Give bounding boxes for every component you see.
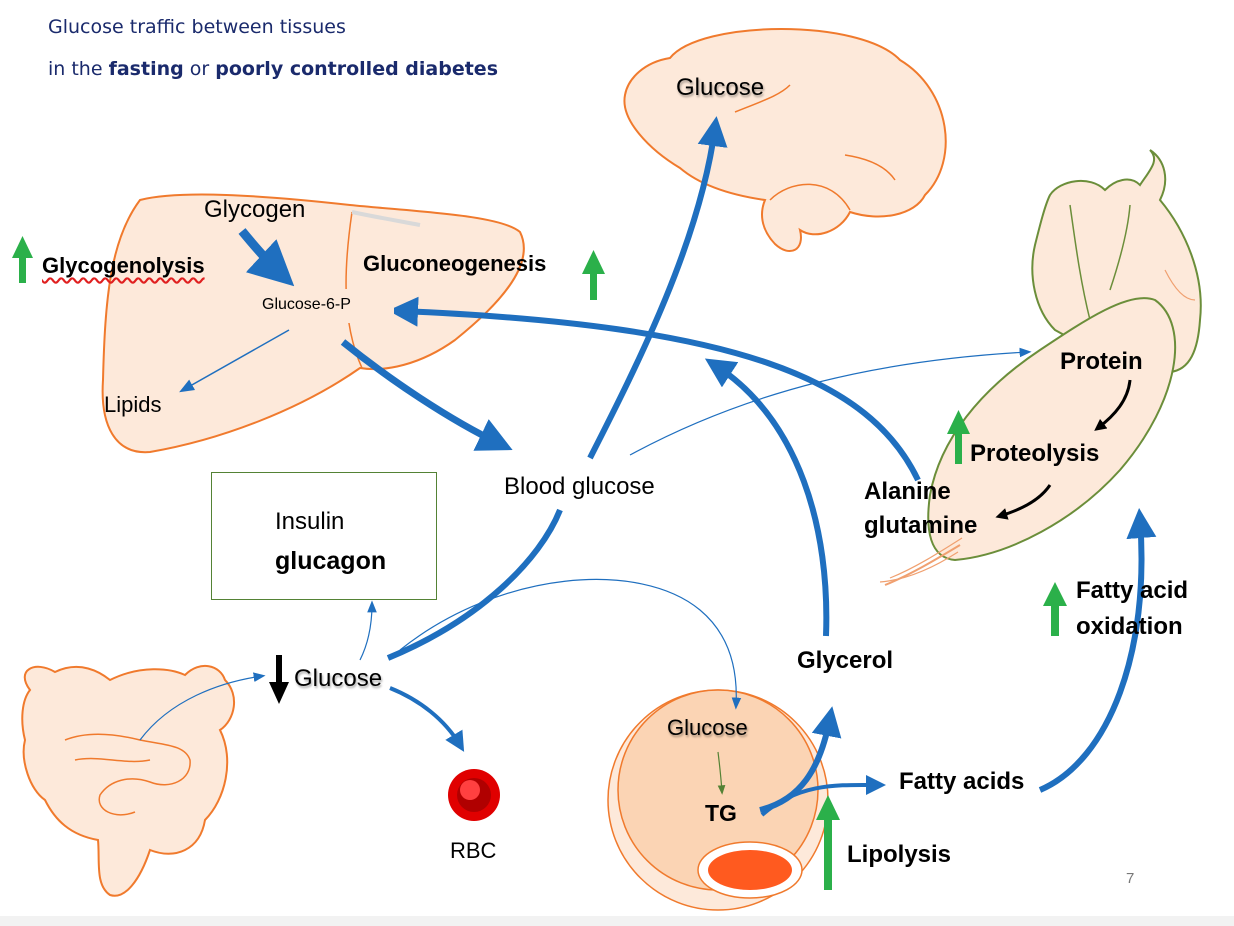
arrow-fatty-acids-to-muscle [1038, 508, 1157, 793]
lipids-label: Lipids [104, 392, 162, 417]
slide-number: 7 [1126, 870, 1135, 887]
glucose-6-p-label: Glucose-6-P [262, 296, 351, 313]
tg-label: TG [705, 800, 737, 826]
thin-arrows [139, 329, 1032, 795]
arrow-tg-to-fatty-acids [760, 774, 886, 817]
adipocyte-icon [607, 689, 829, 911]
red-blood-cell-icon [448, 769, 500, 821]
arrow-glucose-to-hormones [359, 600, 377, 661]
fatty-acid-oxidation-label-1: Fatty acid [1076, 577, 1189, 604]
blood-glucose-label: Blood glucose [504, 473, 655, 500]
arrow-gut-glucose-to-brain [386, 508, 563, 661]
lipolysis-label: Lipolysis [847, 841, 952, 868]
arrow-glucose-to-rbc [389, 686, 465, 752]
gut-glucose-label: Glucose [294, 665, 383, 692]
intestine-icon [21, 665, 236, 897]
flow-arrows [238, 116, 1157, 817]
brain-glucose-label: Glucose [676, 74, 765, 101]
arrow-adipocyte-glucose-to-tg [717, 751, 726, 795]
down-arrow-icon [269, 655, 289, 704]
title-or: or [183, 58, 216, 80]
title-line-2: in the fasting or poorly controlled diab… [48, 58, 498, 80]
adipose-glucose-label: Glucose [667, 715, 748, 740]
title-fasting: fasting [108, 58, 184, 80]
arrow-intestine-to-glucose [139, 672, 266, 741]
alanine-label: Alanine [864, 478, 951, 505]
up-arrow-icon [816, 795, 840, 890]
brain-icon [623, 28, 947, 252]
arrow-glycogen-to-g6p [238, 228, 295, 287]
muscle-icon [879, 297, 1177, 586]
up-arrow-icon [12, 236, 33, 283]
rbc-label: RBC [450, 838, 497, 863]
glycerol-label: Glycerol [797, 647, 894, 674]
gluconeogenesis-label: Gluconeogenesis [363, 251, 547, 276]
glycogenolysis-label: Glycogenolysis [42, 253, 205, 278]
arrow-protein-to-proteolysis [1094, 379, 1132, 431]
arrow-glycerol-to-g6p [704, 358, 830, 637]
glycogen-label: Glycogen [204, 196, 306, 223]
arrow-alanine-to-g6p [388, 296, 921, 482]
muscle-arrows [995, 379, 1132, 520]
liver-icon [101, 193, 525, 454]
title-diabetes: poorly controlled diabetes [215, 58, 498, 80]
title-line-1: Glucose traffic between tissues [48, 16, 346, 38]
glucagon-label: glucagon [275, 547, 387, 575]
arrow-blood-to-brain [587, 116, 728, 460]
arrow-g6p-to-lipids [179, 329, 290, 393]
title-prefix: in the [48, 58, 109, 80]
arrow-blood-to-muscle [629, 347, 1032, 456]
up-arrow-icon [1043, 582, 1067, 636]
insulin-label: Insulin [275, 508, 345, 535]
glucose-6-p-box [249, 289, 394, 323]
title-text-1: Glucose traffic between tissues [48, 16, 346, 38]
arrow-proteolysis-to-alanine [995, 484, 1052, 520]
proteolysis-label: Proteolysis [970, 440, 1100, 467]
up-arrow-icon [582, 250, 605, 300]
up-arrow-icon [947, 410, 970, 464]
protein-label: Protein [1060, 348, 1143, 375]
fatty-acids-label: Fatty acids [899, 768, 1025, 795]
arrow-glucose-to-adipocyte [399, 578, 742, 710]
glutamine-label: glutamine [864, 512, 978, 539]
arrow-g6p-to-blood [340, 339, 513, 451]
hormone-box [211, 472, 437, 600]
fatty-acid-oxidation-label-2: oxidation [1076, 613, 1183, 640]
